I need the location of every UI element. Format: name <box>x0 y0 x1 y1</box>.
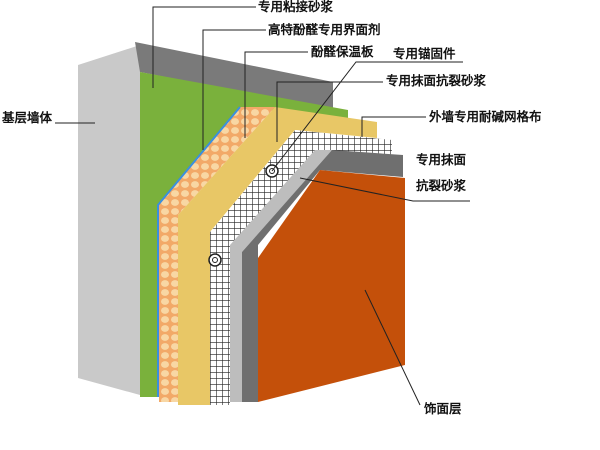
label-finish-layer: 饰面层 <box>424 401 462 416</box>
insulation-board-side <box>159 107 275 402</box>
label-interface-agent: 高特酚醛专用界面剂 <box>268 22 381 37</box>
adhesive-mortar-layer <box>140 72 348 397</box>
label-insulation-board: 酚醛保温板 <box>311 44 374 59</box>
label-plaster-crack-mortar: 专用抹面抗裂砂浆 <box>386 73 487 88</box>
label-adhesive-mortar: 专用粘接砂浆 <box>258 0 334 14</box>
leader-lines <box>55 6 470 406</box>
insulation-board-top <box>178 107 377 405</box>
label-plaster-line1: 专用抹面 <box>416 152 467 167</box>
plaster-mortar-dark <box>242 150 403 402</box>
label-anchor: 专用锚固件 <box>393 46 456 61</box>
base-wall-front <box>78 45 140 395</box>
label-plaster-line2: 抗裂砂浆 <box>416 178 467 193</box>
interface-agent-line <box>157 106 241 397</box>
alkali-mesh-layer <box>210 130 392 405</box>
label-alkali-mesh: 外墙专用耐碱网格布 <box>429 109 542 124</box>
finish-layer <box>258 170 405 402</box>
label-base-wall: 基层墙体 <box>2 110 53 125</box>
base-wall-top <box>135 42 333 110</box>
plaster-mortar-light <box>230 150 332 402</box>
